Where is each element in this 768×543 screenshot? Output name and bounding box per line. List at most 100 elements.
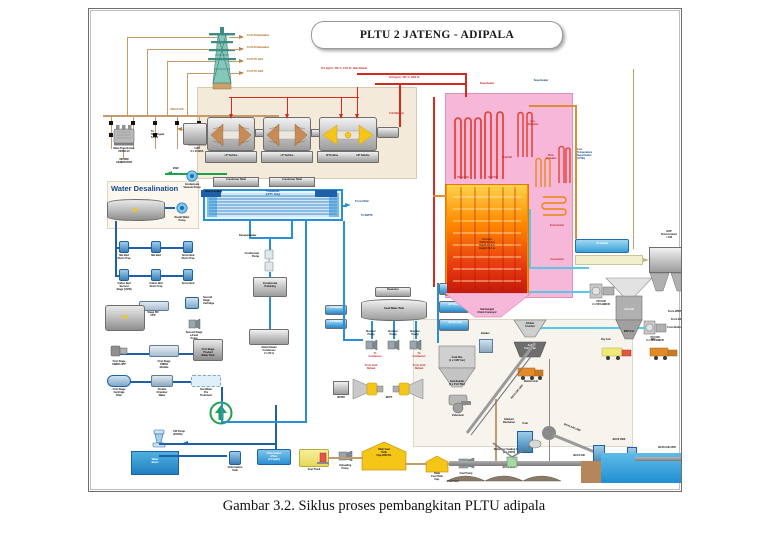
- outgoing-line-2: [229, 49, 241, 50]
- first-stage-hpp-label: First Stage SWRO HPP: [112, 360, 126, 366]
- bfpt-label: BFPT: [385, 396, 393, 399]
- intake-basin-label: Water Basin: [151, 458, 159, 464]
- bunker-label: Bunker: [481, 332, 490, 335]
- inclined-conveyor-bc5: [465, 342, 540, 436]
- feeder-run-1: [127, 37, 217, 38]
- feeder-riser-4: [187, 73, 188, 115]
- ip-steam-arrow: [339, 114, 343, 119]
- first-stage-product-tank: [193, 339, 223, 361]
- cw-out-line: [343, 205, 347, 207]
- bottom-ash-truck-icon: [517, 367, 544, 380]
- feeder-run-3: [167, 61, 217, 62]
- cw-pump-label: CW Pump (2x50%): [173, 430, 185, 436]
- lp2-steam-drop: [287, 97, 288, 117]
- coal-silo-label: Coal Silo (1 x 1167 ton): [449, 356, 465, 362]
- esp-label: ESP Dust Content < 100: [661, 230, 677, 239]
- outgoing-label-1: To PLN Substation: [247, 34, 270, 37]
- sea-water-pre-treatment: [191, 375, 221, 387]
- condenser-inlet-box: [201, 190, 221, 197]
- generator-rating-label: 660 MW GENERATOR: [116, 158, 132, 164]
- outgoing-label-4: To PLTU GI#2: [247, 70, 264, 73]
- fuel-line-1: [329, 457, 363, 459]
- generator-body: [183, 123, 207, 145]
- air-duct-1: [529, 267, 589, 269]
- superheater-label-2: Superheater: [533, 79, 549, 82]
- fuel-truck-pump-icon: [317, 452, 329, 464]
- lp-heater-1: [325, 305, 347, 315]
- deaerator-dome: [375, 287, 411, 297]
- fw-drop-3: [415, 321, 417, 339]
- wet-ash-truck-icon: [649, 347, 678, 360]
- vacuum-pump-label: Condensate Vacuum Pump: [183, 183, 201, 189]
- hp-steam-drop: [357, 87, 358, 117]
- to-switchgear-label: To Switchgear 6.3 kV: [151, 130, 165, 139]
- pa-air-duct: [529, 327, 645, 329]
- lp1-steam-drop: [231, 97, 232, 117]
- lp1-steam-arrow: [229, 114, 233, 119]
- fuel-riser-to-boiler: [495, 399, 497, 463]
- dry-ash-truck-icon: [601, 347, 632, 360]
- outgoing-line-1: [229, 37, 241, 38]
- booster-pump-1-icon: [365, 339, 378, 351]
- lp2-steam-arrow: [285, 114, 289, 119]
- dry-ash-label: Dry Ash: [601, 338, 611, 341]
- from-esp-label: From ESP: [671, 318, 682, 321]
- condenser-label: Condenser (LPTU Only): [265, 190, 281, 196]
- desal-down-1: [115, 221, 117, 249]
- wet-ash-label: Wet: [651, 338, 656, 341]
- from-wwtp-label: From WWTP: [668, 310, 682, 313]
- condensate-drop-1: [249, 221, 251, 239]
- first-stage-hpp-icon: [110, 345, 128, 357]
- feeder-riser-2: [147, 49, 148, 115]
- pulverizer-label: Pulverizer: [452, 414, 464, 417]
- bay-drop-1: [111, 115, 112, 149]
- feed-water-tank-label: Feed Water Tank: [384, 307, 404, 310]
- boiler-top-run: [529, 105, 577, 107]
- feeder-run-4: [187, 73, 217, 74]
- hp-exhaust-duct: [377, 127, 399, 138]
- cation-bed-resin-trap: [151, 269, 161, 281]
- lp-turbine-2-rotor: [266, 123, 308, 147]
- main-transformer-label: Main Transformer 20/500 kV: [113, 147, 135, 153]
- clinker-crusher-icon: [513, 319, 547, 338]
- process-diagram: PLTU 2 JATENG - ADIPALA 500 kV GIS: [88, 8, 682, 492]
- chlorination-tank-label: Chlorination Tank: [227, 466, 243, 472]
- pa-fan-label: PA FAN 2 x 50% BMCR: [646, 336, 664, 342]
- bc3-label: BC#3 1600: [612, 438, 626, 441]
- wall-sh-label: Wall SH: [488, 176, 498, 179]
- bfp-turbine-1: [352, 378, 384, 400]
- main-fuel-tank-label: Main Fuel Tank Cap.1800 KL: [376, 448, 392, 457]
- sec-reheater-label: Sec. Reheater: [527, 120, 539, 126]
- furnace-flame: [447, 185, 527, 293]
- jetty-conveyor: [635, 457, 681, 461]
- chlorination-tank: [229, 451, 241, 465]
- chlorination-feed-line: [159, 455, 227, 457]
- second-feed-pump-label: Second Stage e-Feed Pump: [185, 331, 203, 340]
- fd-fan-icon: [589, 283, 615, 299]
- second-stage-cartridge-label: Second Stage Cartridge: [203, 296, 215, 305]
- coal-feeder-label: Coal Feeder (1 x 71.6 T/hr): [449, 380, 465, 386]
- chlorination-effect-box: [257, 449, 291, 465]
- breaker-2: [131, 121, 135, 125]
- condenser-shell-1: [213, 177, 259, 187]
- prim-reheater-label: Prim. Reheater: [545, 154, 557, 160]
- ltsh-label: Low Temperature Superheater (LTSH): [577, 148, 592, 160]
- clinker-crusher-label: Clinker Crusher: [525, 322, 535, 328]
- bc6-label: BC#6 A/B 1250: [658, 446, 676, 449]
- diagram-title-text: PLTU 2 JATENG - ADIPALA: [359, 29, 515, 41]
- condenser-shell-2: [269, 177, 315, 187]
- outgoing-label-3: To PLTU GI#1: [247, 58, 264, 61]
- hp-heater-riser: [437, 283, 439, 343]
- air-duct-2: [529, 291, 591, 293]
- main-transformer-icon: [113, 125, 135, 146]
- double-chamber-label: Double Chamber Water: [156, 388, 168, 397]
- desalt-water-pump-icon: [176, 202, 188, 214]
- lp-turbine-1-rotor: [210, 123, 252, 147]
- coal-plant-divider: [549, 359, 550, 461]
- boiler-side-riser: [575, 105, 577, 239]
- hp-steam-arrow: [355, 114, 359, 119]
- outgoing-arrow-3: [239, 59, 244, 63]
- fuel-line-2: [405, 463, 427, 465]
- water-feeding-label: Water Feeding: [205, 190, 223, 193]
